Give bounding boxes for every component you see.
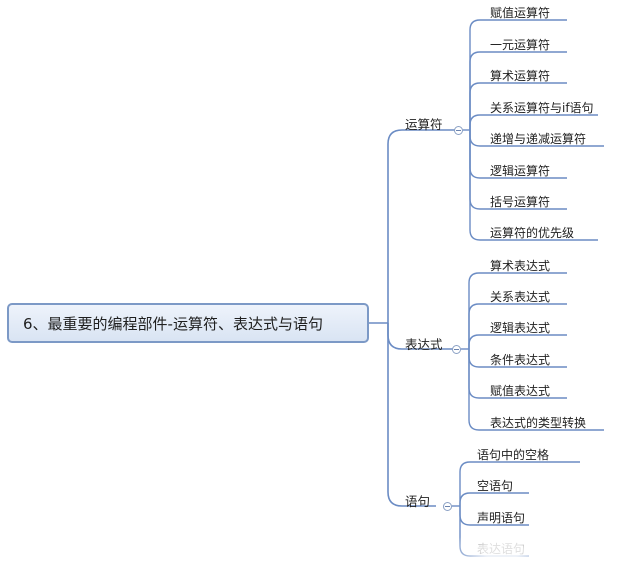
collapse-toggle-statements[interactable] [442, 501, 452, 511]
collapse-toggle-operators[interactable] [453, 125, 463, 135]
leaf-connector [459, 492, 529, 506]
leaf-connector [468, 303, 567, 349]
leaf-topic[interactable]: 逻辑表达式 [490, 321, 551, 335]
watermark [452, 530, 552, 570]
leaf-topic[interactable]: 表达式的类型转换 [490, 416, 587, 430]
trunk-connector-statements [387, 323, 436, 507]
leaf-topic[interactable]: 关系表达式 [490, 290, 551, 304]
leaf-topic[interactable]: 括号运算符 [490, 195, 551, 209]
leaf-topic[interactable]: 逻辑运算符 [490, 164, 551, 178]
leaf-topic[interactable]: 声明语句 [477, 511, 526, 525]
leaf-topic[interactable]: 关系运算符与if语句 [490, 101, 594, 115]
leaf-connector [459, 461, 580, 506]
leaf-topic[interactable]: 递增与递减运算符 [490, 132, 587, 146]
leaf-topic[interactable]: 空语句 [477, 479, 514, 493]
leaf-connector [469, 82, 567, 130]
leaf-topic[interactable]: 条件表达式 [490, 353, 551, 367]
leaf-connector [469, 19, 567, 130]
branch-label-statements[interactable]: 语句 [405, 494, 431, 509]
branch-label-expressions[interactable]: 表达式 [405, 337, 443, 352]
leaf-topic[interactable]: 运算符的优先级 [490, 226, 575, 240]
trunk-connector-operators [387, 129, 460, 323]
leaf-connector [468, 349, 604, 431]
leaf-connector [469, 130, 598, 241]
collapse-toggle-expressions[interactable] [451, 344, 461, 354]
branch-label-operators[interactable]: 运算符 [405, 117, 443, 132]
leaf-topic[interactable]: 赋值运算符 [490, 6, 551, 20]
leaf-topic[interactable]: 算术表达式 [490, 259, 551, 273]
leaf-topic[interactable]: 算术运算符 [490, 69, 551, 83]
leaf-connector [469, 51, 567, 130]
leaf-connector [469, 114, 598, 130]
leaf-connector [468, 272, 567, 349]
root-topic-label: 6、最重要的编程部件-运算符、表达式与语句 [23, 314, 323, 333]
leaf-topic[interactable]: 一元运算符 [490, 38, 551, 52]
leaf-topic[interactable]: 语句中的空格 [477, 448, 550, 462]
leaf-topic[interactable]: 赋值表达式 [490, 384, 551, 398]
leaf-connector [468, 334, 567, 349]
root-topic[interactable]: 6、最重要的编程部件-运算符、表达式与语句 [7, 303, 369, 343]
